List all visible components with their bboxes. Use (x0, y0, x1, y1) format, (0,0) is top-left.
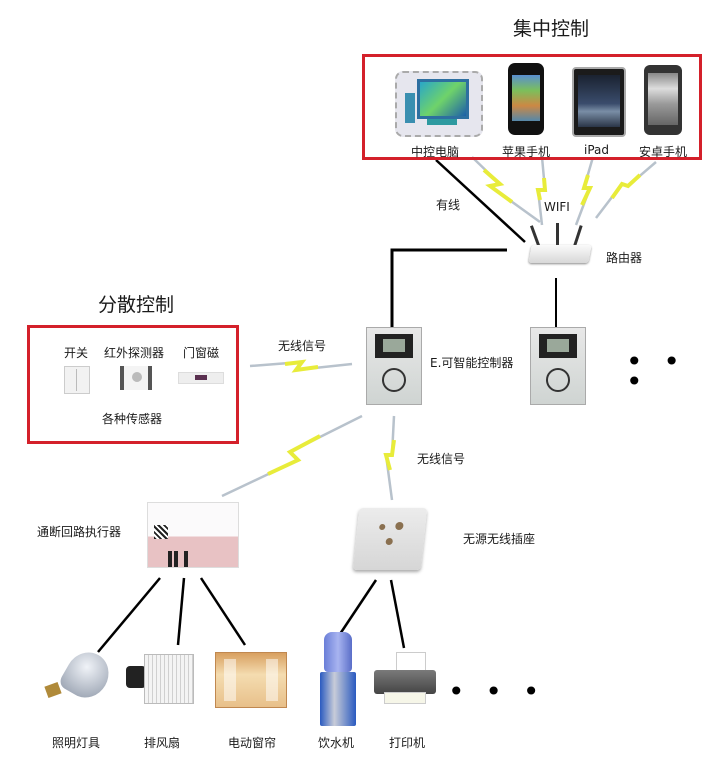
wireless-signal-sensors (249, 359, 353, 373)
infrared-detector-icon (120, 366, 152, 390)
wifi-signal (471, 156, 657, 226)
wireless-signal-actuator (221, 414, 363, 498)
router-label: 路由器 (606, 251, 643, 265)
wall-switch-icon (64, 366, 90, 394)
distributed-control-title: 分散控制 (98, 294, 175, 316)
desktop-computer-icon (395, 71, 483, 137)
door-magnet-icon (178, 372, 224, 384)
appliance-label-dispenser: 饮水机 (318, 736, 355, 750)
central-control-title: 集中控制 (513, 18, 590, 40)
appliance-label-fan: 排风扇 (144, 736, 181, 750)
smart-controller-icon (366, 327, 422, 405)
wire-actuator-curtain (199, 577, 247, 646)
wire-socket-printer (389, 579, 406, 649)
wired-label: 有线 (436, 198, 461, 212)
appliance-label-curtain: 电动窗帘 (228, 736, 277, 750)
router-icon (526, 223, 596, 269)
sensor-label-switch: 开关 (64, 346, 89, 360)
wifi-label: WIFI (544, 200, 570, 214)
wireless-label-down: 无线信号 (417, 452, 466, 466)
android-phone-icon (644, 65, 682, 135)
curtain-icon (215, 652, 287, 708)
device-label-android: 安卓手机 (639, 145, 688, 159)
more-controllers-ellipsis: • • • (626, 345, 686, 398)
socket-label: 无源无线插座 (463, 532, 536, 546)
wired-line-router-controller (390, 248, 507, 328)
sensor-label-door: 门窗磁 (183, 346, 220, 360)
sensor-label-infrared: 红外探测器 (104, 346, 165, 360)
distributed-control-box: 开关 红外探测器 门窗磁 各种传感器 (27, 325, 239, 444)
wired-line-pc-router (435, 159, 526, 243)
appliance-label-printer: 打印机 (389, 736, 426, 750)
wire-actuator-fan (176, 577, 186, 646)
wire-socket-dispenser (338, 579, 378, 635)
ipad-icon (572, 67, 626, 137)
printer-icon (372, 652, 438, 704)
water-dispenser-icon (318, 632, 358, 728)
controller-label: E.可智能控制器 (430, 356, 514, 370)
wireless-label-left: 无线信号 (278, 339, 327, 353)
wireless-socket-icon (352, 508, 428, 570)
sensors-caption: 各种传感器 (102, 412, 163, 426)
device-label-pc: 中控电脑 (411, 145, 460, 159)
wireless-signal-socket (383, 415, 396, 501)
device-label-iphone: 苹果手机 (502, 145, 551, 159)
smart-controller-icon-2 (530, 327, 586, 405)
more-appliances-ellipsis: • • • (448, 675, 546, 708)
relay-actuator-icon (147, 502, 239, 568)
exhaust-fan-icon (126, 652, 196, 704)
light-bulb-icon (44, 644, 117, 706)
appliance-label-light: 照明灯具 (52, 736, 101, 750)
wire-actuator-bulb (97, 577, 161, 653)
iphone-icon (508, 63, 544, 135)
device-label-ipad: iPad (584, 143, 610, 157)
actuator-label: 通断回路执行器 (37, 525, 122, 539)
central-control-box: 中控电脑 苹果手机 iPad 安卓手机 (362, 54, 702, 160)
